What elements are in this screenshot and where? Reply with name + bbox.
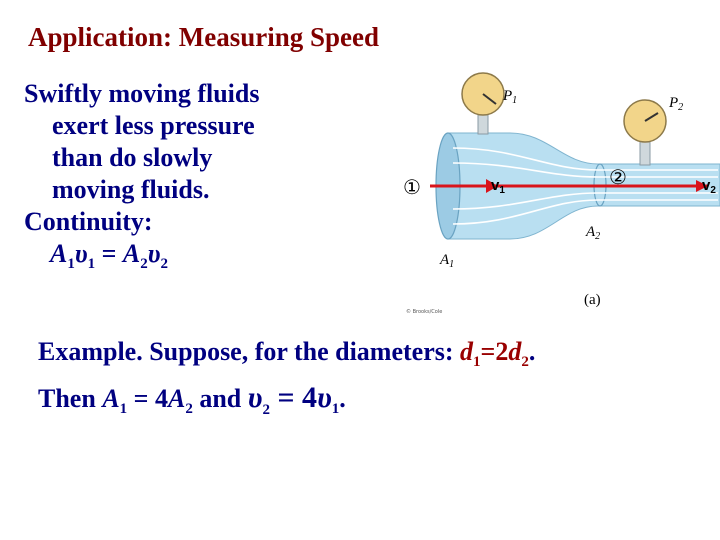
period: . [528,337,536,366]
flow-arrowhead-1 [486,179,498,193]
eq-a2-sub: 2 [140,256,148,273]
equals-four-v: = 4 [269,381,318,415]
gauge-2-stem [639,139,651,166]
equals-four: = 4 [127,384,168,414]
streamline [452,199,718,225]
gauge-1-needle [482,93,497,105]
velocity-v2-sub: 2 [262,402,270,419]
figure-copyright: © Brooks/Cole [406,308,442,315]
eq-v1: υ [74,239,88,268]
velocity-v1-sub: 1 [331,401,340,418]
diameter-relation: d1=2d2 [460,337,529,370]
example-intro: Example. Suppose, for the diameters: [38,337,461,366]
then-word: Then [38,384,103,414]
and-word: and [192,384,248,414]
flow-arrowhead-2 [696,180,708,192]
example-text: Example. Suppose, for the diameters: d1=… [38,334,535,428]
gauge-2-needle [644,112,659,122]
label-point-2: ② [609,165,627,189]
d1-sub: 1 [473,354,481,371]
velocity-v2: υ [247,381,263,415]
d2-sub: 2 [521,354,529,371]
label-p1: P1 [502,88,517,106]
eq-v2-sub: 2 [160,256,168,273]
label-v2: v2 [702,177,716,196]
d2: d [508,337,522,366]
label-point-1: ① [403,175,421,199]
streamline [452,147,718,171]
eq-a2: A [122,239,141,268]
description-text: Swiftly moving fluids exert less pressur… [24,78,260,280]
example-line-2: Then A1 = 4A2 and υ2 = 4υ1. [38,380,535,428]
streamlines [452,147,718,225]
eq-a1: A [50,239,68,268]
example-line-1: Example. Suppose, for the diameters: d1=… [38,334,535,380]
area-a1-sub: 1 [119,401,128,418]
label-a1: A1 [439,252,454,270]
streamline [452,192,718,210]
label-p2: P2 [668,95,683,113]
velocity-v1: υ [317,381,332,415]
area-a1: A [102,384,120,414]
period-2: . [339,384,346,414]
continuity-label: Continuity: [24,207,153,236]
eq-v2: υ [147,239,161,268]
d1: d [460,337,474,366]
text-line-1: Swiftly moving fluids [24,79,260,108]
eq-a1-sub: 1 [67,256,75,273]
slide-title: Application: Measuring Speed [28,22,380,52]
velocity-relation: υ2 = 4υ [247,381,332,418]
streamline [452,162,718,178]
figure-caption: (a) [584,292,601,308]
area-a2: A [167,384,186,414]
eq-v1-sub: 1 [87,256,96,273]
text-line-3: than do slowly [52,143,213,172]
text-line-4: moving fluids. [52,175,210,204]
area-a2-sub: 2 [185,401,193,418]
label-v1: v1 [491,177,505,196]
text-line-2: exert less pressure [52,111,255,140]
continuity-equation: A1υ1 = A2υ2 [24,238,260,280]
equals-two: =2 [480,337,509,366]
eq-equals: = [95,239,123,268]
label-a2: A2 [585,224,600,242]
venturi-figure: P1 P2 ① ② v1 v2 A1 A2 (a) © Brooks/Cole [403,72,720,315]
